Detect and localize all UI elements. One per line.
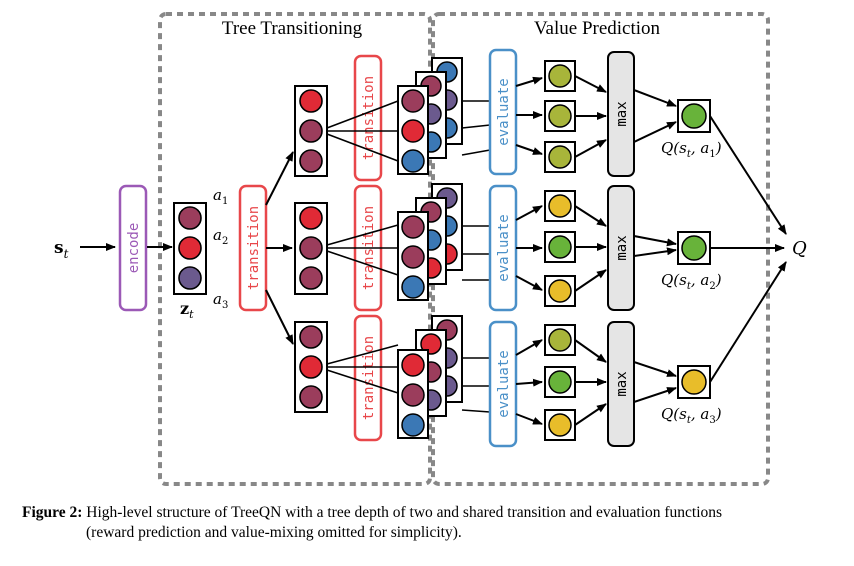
treeqn-diagram: Tree Transitioning Value Prediction st e… (54, 12, 807, 486)
max-module-2 (607, 185, 635, 311)
max-label-2: max (614, 235, 630, 260)
level2-stack-top (397, 57, 463, 175)
level1-stack-top (294, 85, 328, 177)
action-a1-label: a1 (213, 186, 228, 207)
q-label-3: Q(st, a3) (661, 405, 722, 426)
encode-label: encode (126, 223, 142, 274)
input-state-label: st (54, 238, 69, 261)
latent-state-stack (173, 202, 207, 295)
caption-line-2: (reward prediction and value-mixing omit… (86, 524, 462, 541)
level2-stack-middle (397, 183, 463, 301)
caption-line-1: High-level structure of TreeQN with a tr… (86, 504, 723, 521)
value-prediction-title: Value Prediction (534, 18, 661, 39)
max-module-3 (607, 321, 635, 447)
max-label-1: max (614, 101, 630, 126)
action-a3-label: a3 (213, 290, 228, 311)
max-module-1 (607, 51, 635, 177)
figure-caption: Figure 2: High-level structure of TreeQN… (22, 503, 842, 543)
action-a2-label: a2 (213, 226, 228, 247)
q-label-1: Q(st, a1) (661, 139, 722, 160)
max-to-q-arrows (633, 89, 677, 403)
level2-to-evaluate-lines (461, 100, 491, 413)
encode-module (118, 184, 148, 312)
q-nodes (677, 99, 711, 399)
transition-label-4: transition (361, 336, 377, 420)
branch-arrow-1 (265, 151, 294, 206)
level1-stack-middle (294, 202, 328, 295)
max-label-3: max (614, 371, 630, 396)
output-q-label: Q (792, 238, 807, 259)
q-label-2: Q(st, a2) (661, 271, 722, 292)
transition-label-1: transition (246, 206, 262, 290)
evaluate-module-1 (488, 48, 518, 176)
value-nodes (544, 60, 576, 441)
value-to-max-arrows (574, 75, 607, 426)
evaluate-label-3: evaluate (496, 350, 512, 417)
evaluate-arrows (515, 76, 543, 425)
transition-module-4 (353, 314, 383, 442)
level1-stack-bottom (294, 321, 328, 413)
evaluate-label-1: evaluate (496, 78, 512, 145)
tree-transitioning-title: Tree Transitioning (222, 18, 363, 39)
branch-arrow-3 (265, 289, 294, 345)
final-arrows (709, 115, 787, 383)
latent-state-label: zt (180, 299, 194, 321)
evaluate-label-2: evaluate (496, 214, 512, 281)
caption-label: Figure 2: (22, 504, 83, 521)
fan-lines-level2 (326, 100, 399, 394)
level2-stack-bottom (397, 315, 463, 439)
transition-label-2: transition (361, 76, 377, 160)
